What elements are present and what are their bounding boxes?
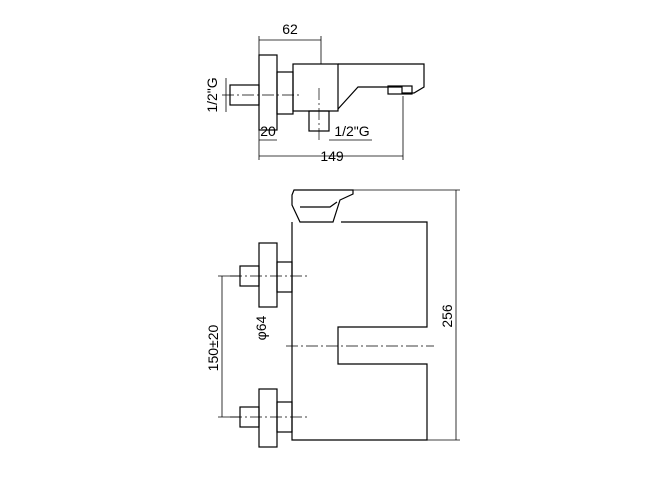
front-lever-handle [291, 189, 354, 223]
dim-150-label: 150±20 [205, 324, 221, 371]
top-spout [337, 63, 425, 110]
top-mixer-body [292, 63, 339, 112]
dim-62-label: 62 [282, 21, 298, 37]
dim-inlet-thread-label: 1/2"G [204, 77, 220, 112]
dim-149-label: 149 [320, 148, 344, 164]
front-lever-detail [300, 201, 338, 208]
front-bottom-flange [258, 388, 278, 448]
front-top-nut [276, 261, 293, 293]
top-aerator [387, 85, 413, 95]
dim-256-label: 256 [439, 304, 455, 328]
dim-outlet-thread-label: 1/2"G [334, 123, 369, 139]
top-wall-flange [258, 54, 278, 131]
dim-diameter-label: φ64 [253, 315, 269, 340]
dim-20-label: 20 [260, 123, 276, 139]
top-hex-nut [276, 71, 294, 115]
front-mixer-body [291, 221, 428, 441]
front-top-flange [258, 242, 278, 308]
top-view: 62 1/2"G 20 1/2"G 149 [204, 21, 425, 164]
front-view: 150±20 φ64 256 [205, 189, 460, 448]
